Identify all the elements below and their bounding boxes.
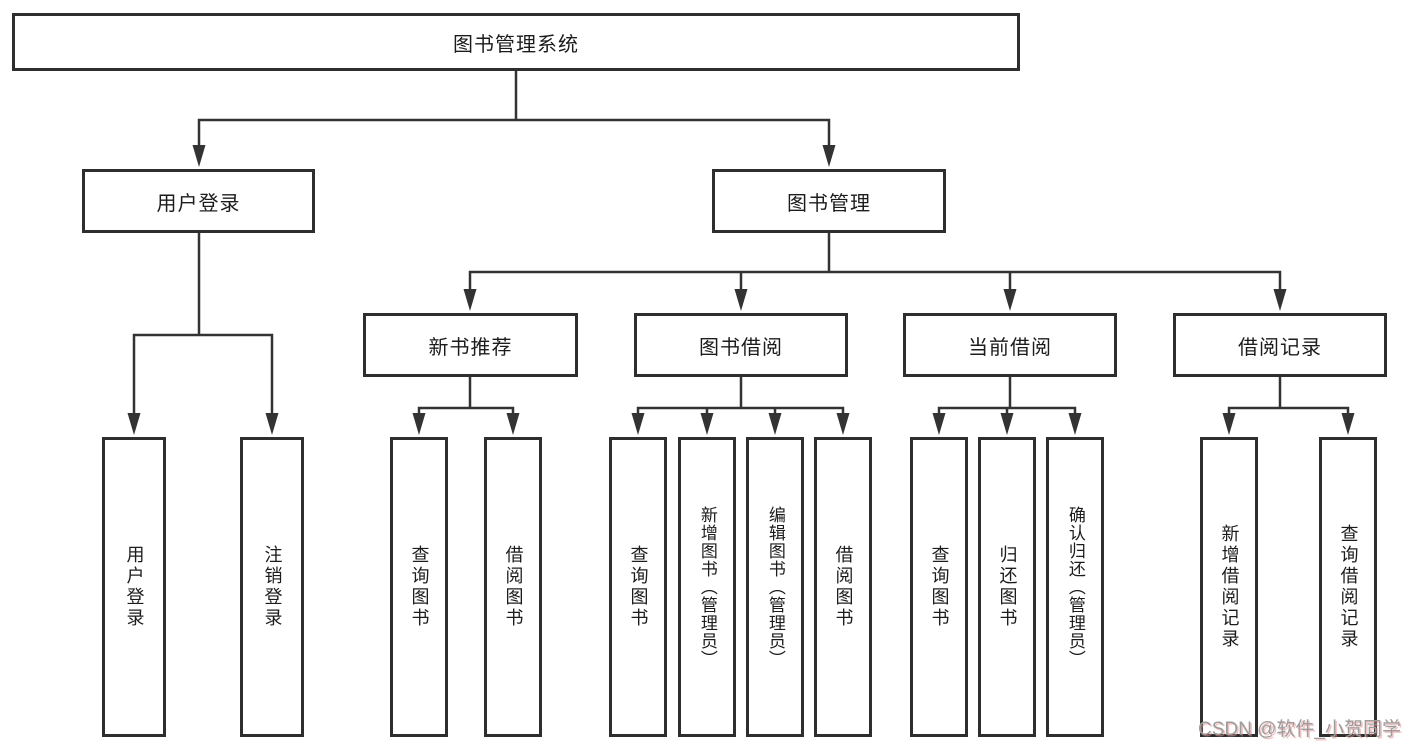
csdn-watermark: CSDN @软件_小贺同学 [1198,719,1401,740]
node-leaf-borrow-books-borrowing: 借阅图书 [814,437,872,737]
node-leaf-add-book-admin: 新增图书（管理员） [678,437,736,737]
node-leaf-logout: 注销登录 [240,437,304,737]
node-leaf-user-login: 用户登录 [102,437,166,737]
node-borrowing-records: 借阅记录 [1173,313,1387,377]
node-leaf-return-books: 归还图书 [978,437,1036,737]
node-leaf-borrow-books-recommend: 借阅图书 [484,437,542,737]
node-leaf-query-books-borrowing: 查询图书 [609,437,667,737]
node-leaf-query-borrow-record: 查询借阅记录 [1319,437,1377,737]
node-book-borrowing: 图书借阅 [634,313,848,377]
node-current-borrowing: 当前借阅 [903,313,1117,377]
node-leaf-edit-book-admin: 编辑图书（管理员） [746,437,804,737]
node-user-login: 用户登录 [82,169,315,233]
node-leaf-confirm-return-admin: 确认归还（管理员） [1046,437,1104,737]
node-leaf-add-borrow-record: 新增借阅记录 [1200,437,1258,737]
node-library-system: 图书管理系统 [12,13,1020,71]
node-leaf-query-books-current: 查询图书 [910,437,968,737]
node-new-book-recommend: 新书推荐 [363,313,578,377]
node-book-management: 图书管理 [712,169,946,233]
node-leaf-query-books-recommend: 查询图书 [390,437,448,737]
